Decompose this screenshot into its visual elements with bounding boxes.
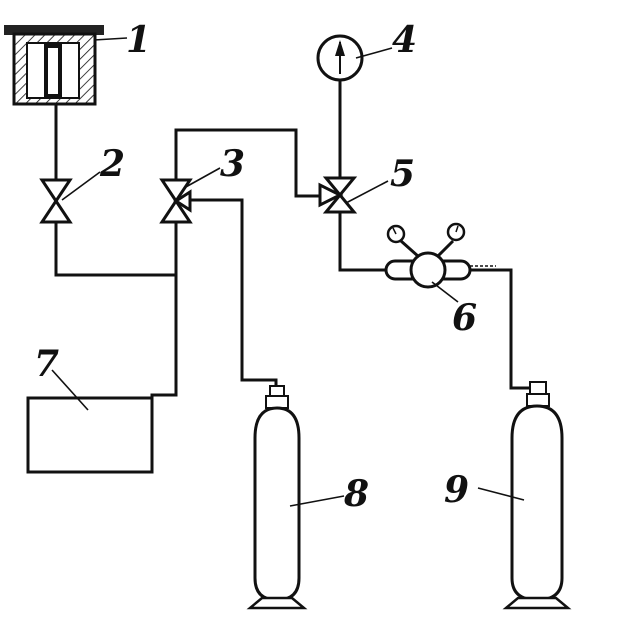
- label-3: 3: [220, 143, 245, 185]
- vessel-hatched-icon: [4, 25, 104, 106]
- label-8: 8: [343, 473, 369, 515]
- gas-cylinder-icon: [502, 381, 572, 610]
- label-5: 5: [390, 153, 415, 195]
- label-9: 9: [444, 469, 469, 511]
- pressure-gauge-icon: [316, 34, 364, 82]
- component-labels: 1 2 3 4 5 6 7 8 9: [34, 19, 477, 515]
- label-4: 4: [392, 19, 417, 61]
- label-6: 6: [452, 297, 477, 339]
- gas-cylinder-icon: [246, 385, 308, 610]
- label-2: 2: [99, 143, 125, 185]
- leader-lines: [51, 37, 525, 507]
- pipe-network: [54, 78, 539, 397]
- label-1: 1: [126, 19, 151, 61]
- pressure-regulator-icon: [384, 222, 496, 289]
- three-way-valve-icon: [159, 178, 193, 224]
- label-7: 7: [34, 343, 59, 385]
- three-way-valve-icon: [318, 176, 358, 214]
- valve-icon: [39, 178, 73, 224]
- box-icon: [26, 396, 154, 474]
